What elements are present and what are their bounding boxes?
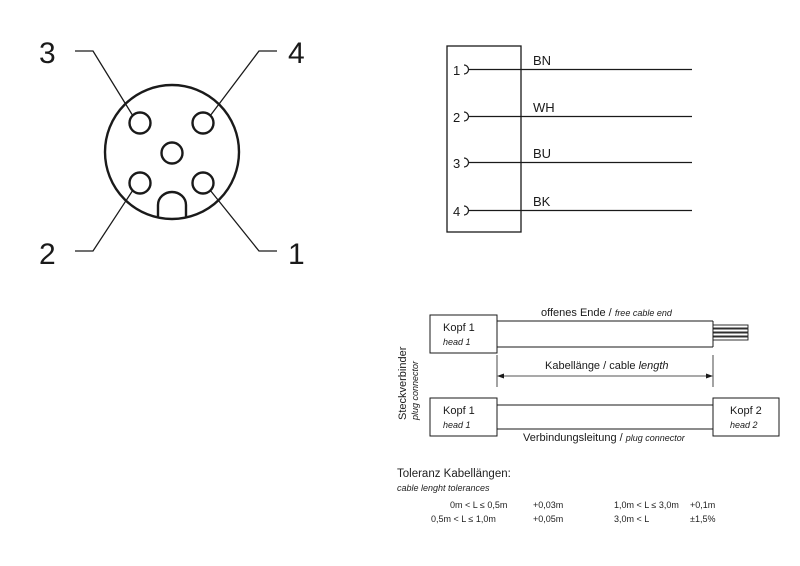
pin-2-hole xyxy=(128,171,152,195)
tolerance-row1-tol: +0,03m xyxy=(533,500,564,510)
cable-drawings: Steckverbinder plug connector Kopf 1 hea… xyxy=(397,307,780,444)
cable2-head1 xyxy=(429,397,498,437)
wire-1-pin: 1 xyxy=(453,63,460,78)
tolerance-row2-tol: +0,05m xyxy=(533,514,564,524)
pin-face-diagram xyxy=(103,83,241,221)
tolerance-title: Toleranz Kabellängen: xyxy=(397,468,511,480)
tolerance-row2-range2: 3,0m < L xyxy=(614,514,650,524)
pin-number-3: 3 xyxy=(39,37,56,70)
cable2-head2-label-italic: head 2 xyxy=(730,420,758,430)
cable1-head xyxy=(429,314,498,354)
length-label: Kabellänge / cable length xyxy=(545,360,669,372)
wire-3-color: BU xyxy=(533,146,551,161)
pin-3-leader xyxy=(75,50,134,117)
wire-2-socket xyxy=(463,111,470,122)
pin-4-hole xyxy=(191,111,215,135)
length-arrow-left xyxy=(497,373,504,379)
tolerance-subtitle: cable lenght tolerances xyxy=(397,483,490,493)
pin-center-hole xyxy=(160,141,184,165)
wire-1-socket xyxy=(463,64,470,75)
free-cable-end-strands xyxy=(712,324,749,341)
wire-4-color: BK xyxy=(533,194,551,209)
wire-2-pin: 2 xyxy=(453,110,460,125)
cable1-head-label-italic: head 1 xyxy=(443,337,471,347)
connector-face-outline xyxy=(103,83,241,221)
side-label: Steckverbinder xyxy=(397,346,409,420)
wiring-schematic: 1 2 3 4 BN WH BU BK xyxy=(446,45,692,233)
pin-numbers: 3 4 2 1 xyxy=(39,37,305,271)
length-arrow-right xyxy=(706,373,713,379)
tolerance-row1-range: 0m < L ≤ 0,5m xyxy=(450,500,508,510)
pin-leader-lines xyxy=(75,50,277,252)
pin-3-hole xyxy=(128,111,152,135)
pin-number-4: 4 xyxy=(288,37,305,70)
cable2-head2 xyxy=(712,397,780,437)
pin-1-hole xyxy=(191,171,215,195)
tolerance-row2-tol2: ±1,5% xyxy=(690,514,716,524)
pin-number-1: 1 xyxy=(288,238,305,271)
wire-3-pin: 3 xyxy=(453,156,460,171)
pin-2-leader xyxy=(75,189,134,252)
cable2-connection-label: Verbindungsleitung / plug connector xyxy=(523,432,686,444)
tolerance-row1-tol2: +0,1m xyxy=(690,500,716,510)
wiring-connector-box xyxy=(446,45,522,233)
wire-1-color: BN xyxy=(533,53,551,68)
cable1-head-label: Kopf 1 xyxy=(443,322,475,334)
pin-4-leader xyxy=(209,50,277,117)
wire-4-pin: 4 xyxy=(453,204,460,219)
coding-key xyxy=(156,190,188,217)
cable2-head1-label-italic: head 1 xyxy=(443,420,471,430)
wire-3-socket xyxy=(463,157,470,168)
tolerance-row2-range: 0,5m < L ≤ 1,0m xyxy=(431,514,496,524)
wire-2-color: WH xyxy=(533,100,555,115)
cable2-head1-label: Kopf 1 xyxy=(443,405,475,417)
pin-1-leader xyxy=(209,189,277,252)
pin-number-2: 2 xyxy=(39,238,56,271)
cable2-head2-label: Kopf 2 xyxy=(730,405,762,417)
wire-4-socket xyxy=(463,205,470,216)
tolerance-row1-range2: 1,0m < L ≤ 3,0m xyxy=(614,500,679,510)
side-label-italic: plug connector xyxy=(410,360,420,421)
cable1-end-label: offenes Ende / free cable end xyxy=(541,307,673,319)
